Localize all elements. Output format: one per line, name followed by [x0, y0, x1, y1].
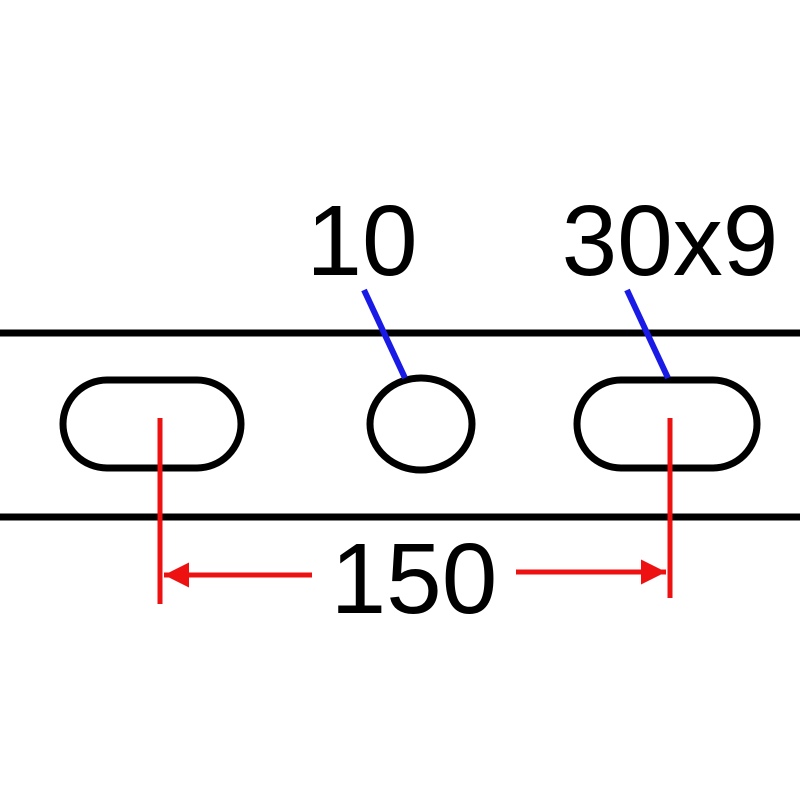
round-hole: [366, 374, 476, 474]
hole-diameter-label: 10: [306, 185, 417, 297]
spacing-dimension-label: 150: [331, 523, 498, 635]
slot-right: [573, 376, 761, 472]
slot-size-label: 30x9: [562, 185, 779, 297]
slot-left: [59, 376, 245, 472]
hole-leader-line: [361, 288, 408, 380]
slot-leader-line: [624, 288, 671, 380]
